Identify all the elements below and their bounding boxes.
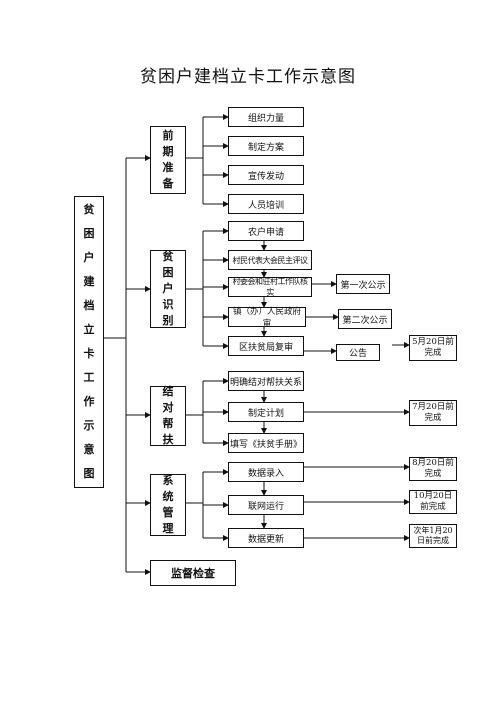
phase-system: 系统管理 [150, 474, 186, 536]
step-publicize: 宣传发动 [228, 165, 304, 185]
step-data-update: 数据更新 [228, 528, 304, 548]
step-verify: 村委会和驻村工作队核实 [228, 277, 312, 297]
deadline-july: 7月20日前完成 [409, 400, 457, 426]
step-district-review: 区扶贫局复审 [228, 336, 304, 356]
phase-identify-label: 贫困户识别 [162, 250, 174, 327]
step-network-run: 联网运行 [228, 495, 304, 515]
deadline-next-jan: 次年1月20日前完成 [409, 524, 457, 548]
step-make-plan: 制定计划 [228, 402, 304, 422]
main-title-box: 贫困户建档立卡工作示意图 [74, 196, 104, 488]
page-title: 贫困户建档立卡工作示意图 [140, 67, 356, 87]
step-train: 人员培训 [228, 194, 304, 214]
notice-first: 第一次公示 [336, 274, 390, 294]
phase-pairing: 结对帮扶 [150, 385, 186, 446]
main-title-text: 贫困户建档立卡工作示意图 [83, 203, 95, 480]
step-apply: 农户申请 [228, 221, 304, 241]
deadline-aug: 8月20日前完成 [409, 457, 457, 481]
deadline-oct: 10月20日前完成 [409, 490, 457, 514]
step-villager-review: 村民代表大会民主评议 [228, 250, 312, 270]
phase-system-label: 系统管理 [162, 474, 174, 535]
step-town-review: 镇（办）人民政府审 [228, 307, 306, 329]
phase-prep-label: 前期准备 [162, 129, 174, 190]
phase-pairing-label: 结对帮扶 [162, 385, 174, 446]
supervise-box: 监督检查 [150, 560, 236, 586]
notice-second: 第二次公示 [338, 309, 392, 329]
deadline-may: 5月20日前完成 [409, 335, 457, 361]
notice-announce: 公告 [336, 344, 380, 361]
supervise-label: 监督检查 [171, 567, 215, 580]
step-organize: 组织力量 [228, 107, 304, 127]
step-fill-handbook: 填写《扶贫手册》 [228, 433, 304, 453]
phase-prep: 前期准备 [150, 126, 186, 194]
step-plan: 制定方案 [228, 136, 304, 156]
step-pairing: 明确结对帮扶关系 [228, 371, 304, 391]
phase-identify: 贫困户识别 [150, 250, 186, 328]
step-data-entry: 数据录入 [228, 462, 304, 482]
